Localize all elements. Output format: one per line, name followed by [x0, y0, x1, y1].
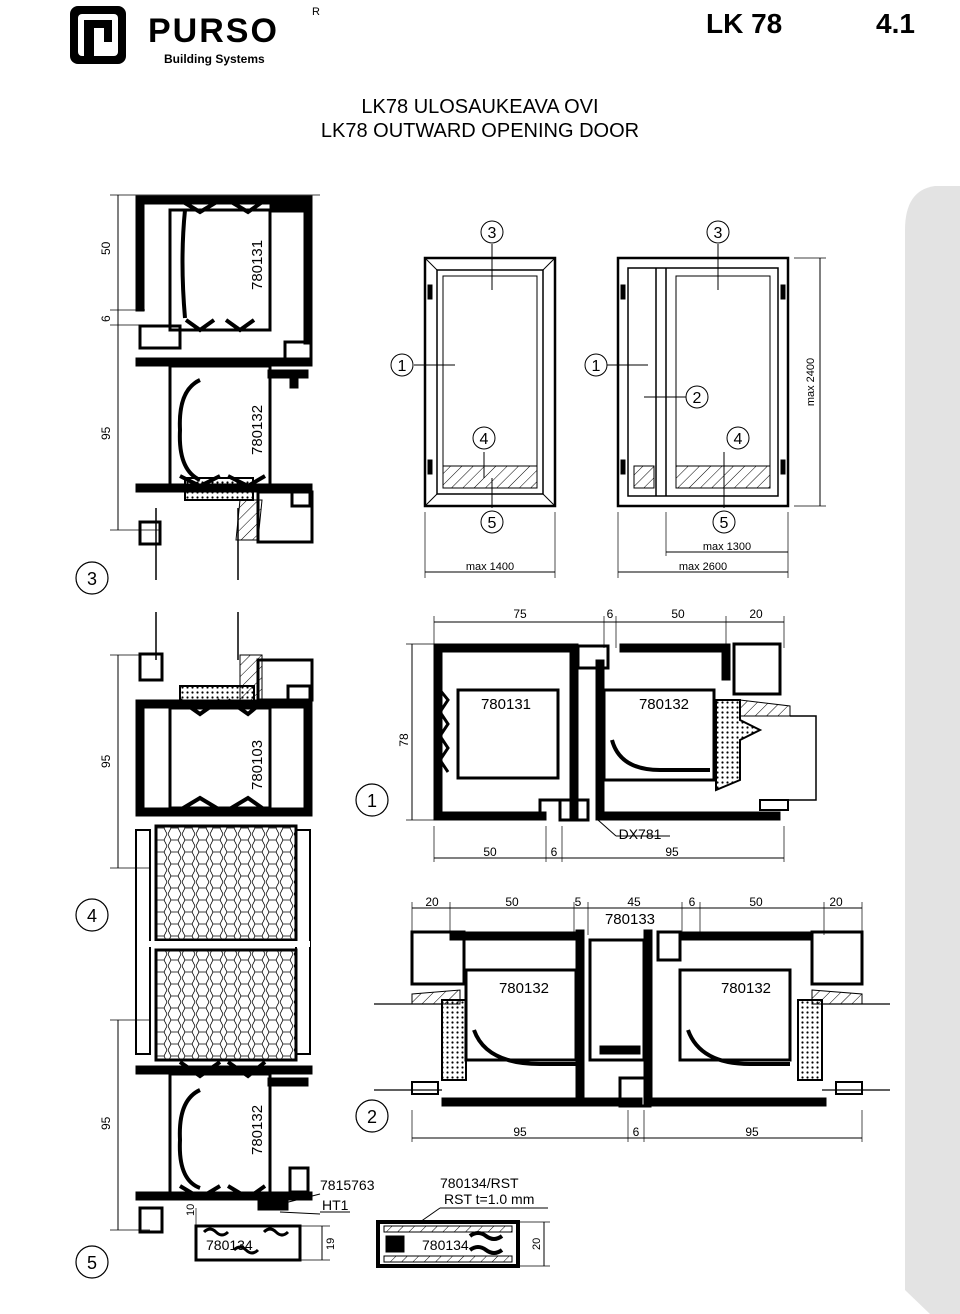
- s2-dim-50a: 50: [505, 895, 519, 909]
- leaf-callout-double: 1: [592, 358, 601, 375]
- dim-6: 6: [99, 315, 113, 322]
- height-dim: max 2400: [805, 358, 817, 406]
- section-marker-2: 2: [355, 1099, 389, 1133]
- s1-dim-6-bottom: 6: [551, 845, 558, 859]
- svg-text:4: 4: [87, 906, 97, 926]
- threshold-profile-label: 780134: [422, 1237, 469, 1253]
- mullion-callout: 2: [693, 390, 702, 407]
- panel-callout-single: 4: [480, 431, 489, 448]
- brand-name: PURSO: [148, 12, 279, 50]
- s2-dim-45: 45: [627, 895, 641, 909]
- page-edge-decoration: [905, 186, 960, 1314]
- profile-780132-upper-label: 780132: [249, 405, 266, 455]
- vertical-section: [110, 194, 350, 1262]
- section-marker-5: 5: [75, 1245, 109, 1279]
- title-english: LK78 OUTWARD OPENING DOOR: [320, 120, 640, 142]
- single-door-elevation: [414, 244, 557, 578]
- threshold-detail: [376, 1207, 550, 1268]
- sheet-code: LK 78: [706, 8, 783, 39]
- page-number: 4.1: [876, 8, 915, 39]
- s1-part-dx781: DX781: [619, 826, 662, 842]
- s1-dim-95: 95: [665, 845, 679, 859]
- profile-780131-label: 780131: [249, 240, 266, 290]
- panel-callout-double: 4: [734, 431, 743, 448]
- s1-dim-50: 50: [671, 607, 685, 621]
- profile-780103-label: 780103: [249, 740, 266, 790]
- s2-dim-6-bottom: 6: [633, 1125, 640, 1139]
- registered-mark: R: [312, 6, 320, 18]
- s2-dim-95-left: 95: [513, 1125, 527, 1139]
- s2-profile-astragal: 780133: [605, 911, 655, 928]
- brand-subtitle: Building Systems: [164, 52, 265, 66]
- dim-95-lower: 95: [99, 1116, 113, 1130]
- section-marker-4: 4: [75, 898, 109, 932]
- double-door-elevation: [606, 244, 826, 578]
- s1-dim-20: 20: [749, 607, 763, 621]
- svg-text:5: 5: [87, 1253, 97, 1273]
- section-1-labels: 75 6 50 20 78 780131 780132 DX781 50 6 9…: [397, 607, 763, 859]
- svg-text:1: 1: [367, 791, 377, 811]
- section-marker-3: 3: [75, 561, 109, 595]
- threshold-callout-single: 5: [488, 515, 497, 532]
- single-width-dim: max 1400: [466, 561, 514, 573]
- svg-text:3: 3: [87, 569, 97, 589]
- brand-logo: PURSO R Building Systems: [68, 4, 368, 70]
- elevation-callouts: 3 3 1 1 2 4 4 5 5 max 1400 max 2600 max …: [390, 220, 817, 573]
- leaf-width-dim: max 1300: [703, 541, 751, 553]
- purso-logo-icon: [70, 6, 126, 64]
- section-2-drawing: [374, 902, 890, 1142]
- section-marker-1: 1: [355, 783, 389, 817]
- threshold-spec: RST t=1.0 mm: [444, 1191, 534, 1207]
- dim-50: 50: [99, 241, 113, 255]
- ht-part-label: HT1: [322, 1197, 349, 1213]
- profile-780132-lower-label: 780132: [249, 1105, 266, 1155]
- s1-dim-50-bottom: 50: [483, 845, 497, 859]
- dim-95-upper: 95: [99, 426, 113, 440]
- s1-dim-78: 78: [397, 733, 411, 747]
- s1-profile-left: 780131: [481, 696, 531, 713]
- s2-dim-50b: 50: [749, 895, 763, 909]
- s1-dim-75: 75: [513, 607, 527, 621]
- s2-profile-left: 780132: [499, 980, 549, 997]
- svg-text:2: 2: [367, 1107, 377, 1127]
- s2-profile-right: 780132: [721, 980, 771, 997]
- threshold-labels: 780134/RST RST t=1.0 mm 780134 20: [422, 1175, 543, 1253]
- leaf-callout-single: 1: [398, 358, 407, 375]
- dim-19: 19: [325, 1238, 337, 1250]
- s2-dim-95-right: 95: [745, 1125, 759, 1139]
- s1-profile-right: 780132: [639, 696, 689, 713]
- s2-dim-6: 6: [689, 895, 696, 909]
- s2-dim-5: 5: [575, 895, 582, 909]
- dim-95-middle: 95: [99, 754, 113, 768]
- profile-780134-label: 780134: [206, 1237, 253, 1253]
- threshold-dim-20: 20: [531, 1238, 543, 1250]
- threshold-profile-rst: 780134/RST: [440, 1175, 519, 1191]
- gasket-part-label: 7815763: [320, 1177, 375, 1193]
- section-1-drawing: [406, 616, 817, 862]
- glass-callout-double: 3: [714, 225, 723, 242]
- section-2-labels: 20 50 5 45 6 50 20 780133 780132 780132 …: [425, 895, 843, 1139]
- dim-10: 10: [185, 1204, 197, 1216]
- s1-dim-6: 6: [607, 607, 614, 621]
- threshold-callout-double: 5: [720, 515, 729, 532]
- s2-dim-20b: 20: [829, 895, 843, 909]
- s2-dim-20a: 20: [425, 895, 439, 909]
- title-finnish: LK78 ULOSAUKEAVA OVI: [361, 96, 599, 118]
- glass-callout-single: 3: [488, 225, 497, 242]
- double-width-dim: max 2600: [679, 561, 727, 573]
